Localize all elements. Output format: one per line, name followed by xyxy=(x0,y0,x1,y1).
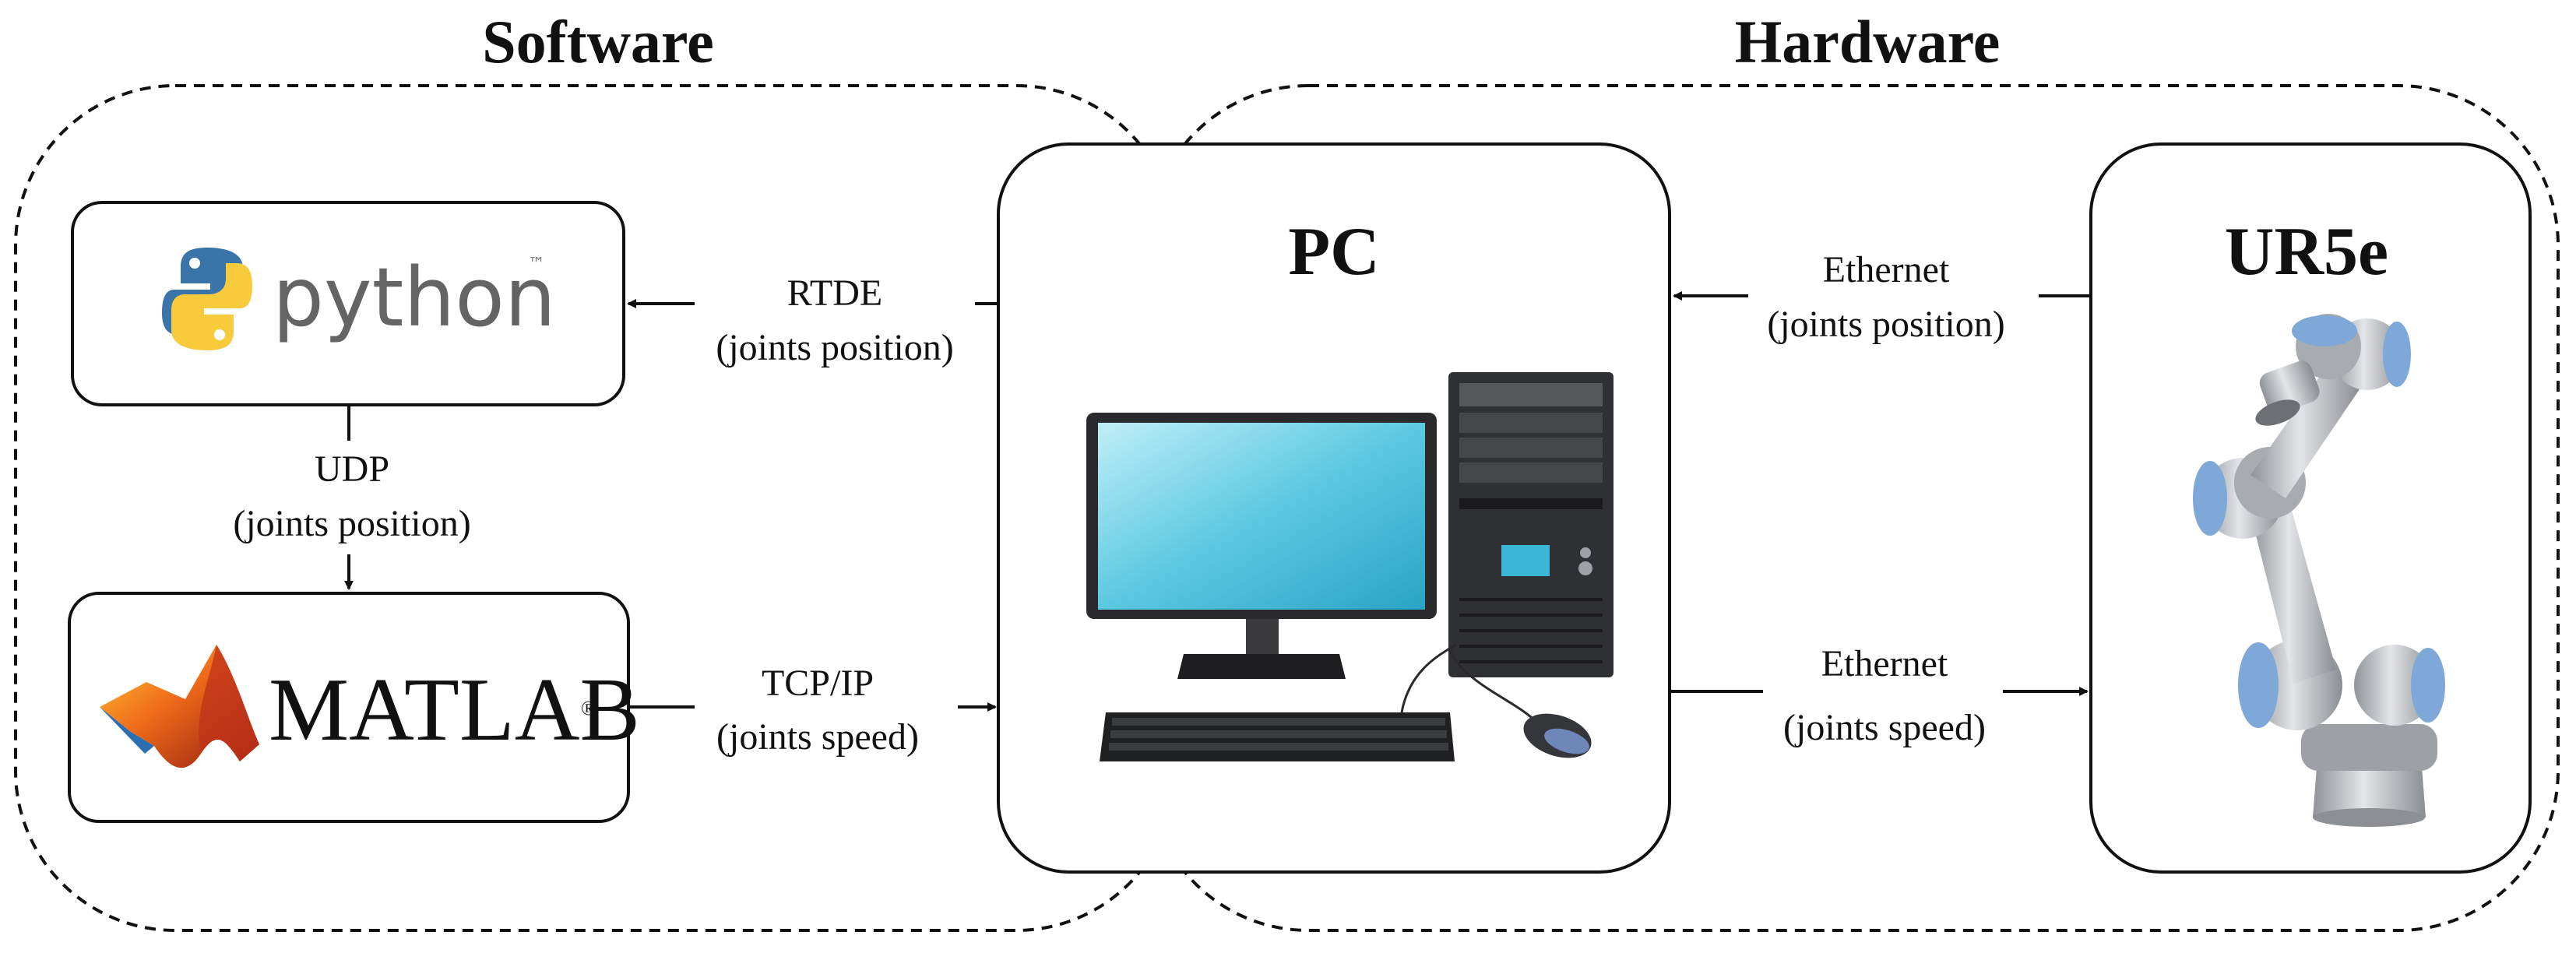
ethernet-out-sublabel: (joints speed) xyxy=(1783,707,1986,748)
matlab-wordmark: MATLAB xyxy=(269,660,640,760)
edge-udp: UDP (joints position) xyxy=(233,405,471,590)
tcp-label: TCP/IP xyxy=(762,663,874,704)
python-node: python ™ xyxy=(71,201,625,406)
python-trademark: ™ xyxy=(528,255,545,274)
matlab-node: MATLAB ® xyxy=(68,592,640,823)
python-wordmark: python xyxy=(273,250,556,345)
ethernet-out-label: Ethernet xyxy=(1821,643,1948,684)
ethernet-in-label: Ethernet xyxy=(1823,249,1950,290)
udp-label: UDP xyxy=(315,448,389,490)
hardware-group-title: Hardware xyxy=(1735,8,2001,76)
ur5e-title: UR5e xyxy=(2225,214,2388,290)
python-logo-icon xyxy=(162,248,252,350)
udp-sublabel: (joints position) xyxy=(233,503,470,544)
software-group-title: Software xyxy=(482,8,714,76)
ur5e-node: UR5e xyxy=(2089,142,2532,874)
rtde-label: RTDE xyxy=(787,273,882,314)
desktop-computer-icon xyxy=(1086,372,1614,761)
edge-ethernet-position: Ethernet (joints position) xyxy=(1673,249,2091,345)
edge-tcp-ip: TCP/IP (joints speed) xyxy=(628,663,997,758)
pc-node: PC xyxy=(997,142,1671,874)
matlab-membrane-logo-icon xyxy=(100,645,259,768)
edge-rtde: RTDE (joints position) xyxy=(627,273,998,368)
tcp-sublabel: (joints speed) xyxy=(716,716,919,758)
robot-arm-icon xyxy=(2193,314,2445,827)
ethernet-in-sublabel: (joints position) xyxy=(1767,304,2004,345)
matlab-registered-mark: ® xyxy=(581,697,596,719)
rtde-sublabel: (joints position) xyxy=(716,327,953,368)
pc-title: PC xyxy=(1288,214,1379,290)
edge-ethernet-speed: Ethernet (joints speed) xyxy=(1670,643,2089,748)
